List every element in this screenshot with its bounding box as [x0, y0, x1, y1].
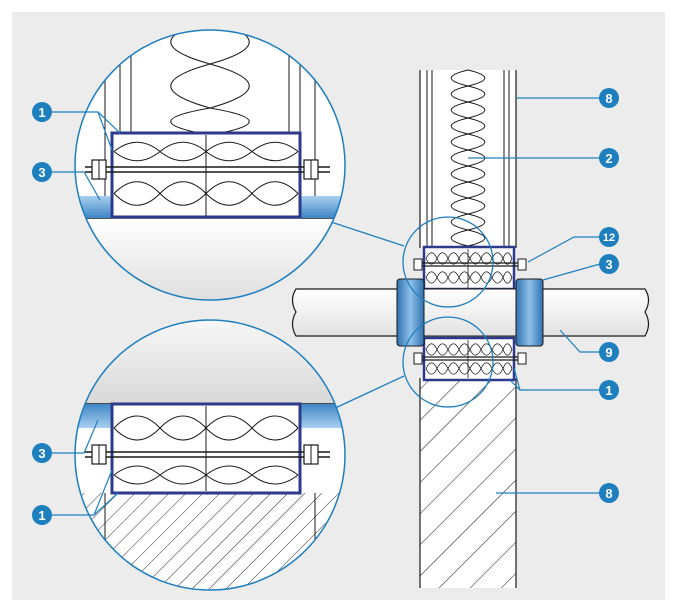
- wool-insulation: [450, 69, 486, 249]
- callout-9: 9: [599, 342, 619, 362]
- wall-section: [413, 69, 527, 588]
- svg-text:8: 8: [605, 486, 612, 501]
- seal-frame-lower: [422, 336, 516, 382]
- leader-lines: [52, 97, 601, 516]
- callout-1-right: 1: [599, 380, 619, 400]
- svg-text:9: 9: [605, 345, 612, 360]
- svg-text:1: 1: [38, 105, 45, 120]
- callout-8-bottom: 8: [599, 483, 619, 503]
- callout-3-right: 3: [599, 254, 619, 274]
- callout-1-top: 1: [32, 102, 52, 122]
- callout-1-bottom: 1: [32, 505, 52, 525]
- svg-text:3: 3: [38, 446, 45, 461]
- callout-2: 2: [599, 148, 619, 168]
- svg-text:1: 1: [38, 508, 45, 523]
- detail-marker-lower: [402, 316, 494, 408]
- sleeve-right: [515, 278, 544, 347]
- svg-text:12: 12: [603, 232, 615, 244]
- callout-12: 12: [599, 227, 619, 247]
- callout-3-bottom: 3: [32, 443, 52, 463]
- svg-text:3: 3: [605, 257, 612, 272]
- callout-3-top: 3: [32, 162, 52, 182]
- callout-badges: 1 3 3 1 8 2 12 3: [32, 88, 619, 525]
- detail-marker-upper: [402, 216, 494, 308]
- sleeve-left: [396, 278, 425, 347]
- pipe: [291, 278, 650, 347]
- svg-text:1: 1: [605, 383, 612, 398]
- svg-text:8: 8: [605, 91, 612, 106]
- svg-text:2: 2: [605, 151, 612, 166]
- seal-frame-upper: [422, 245, 516, 291]
- svg-text:3: 3: [38, 165, 45, 180]
- detail-bottom: [75, 320, 345, 590]
- callout-8-top: 8: [599, 88, 619, 108]
